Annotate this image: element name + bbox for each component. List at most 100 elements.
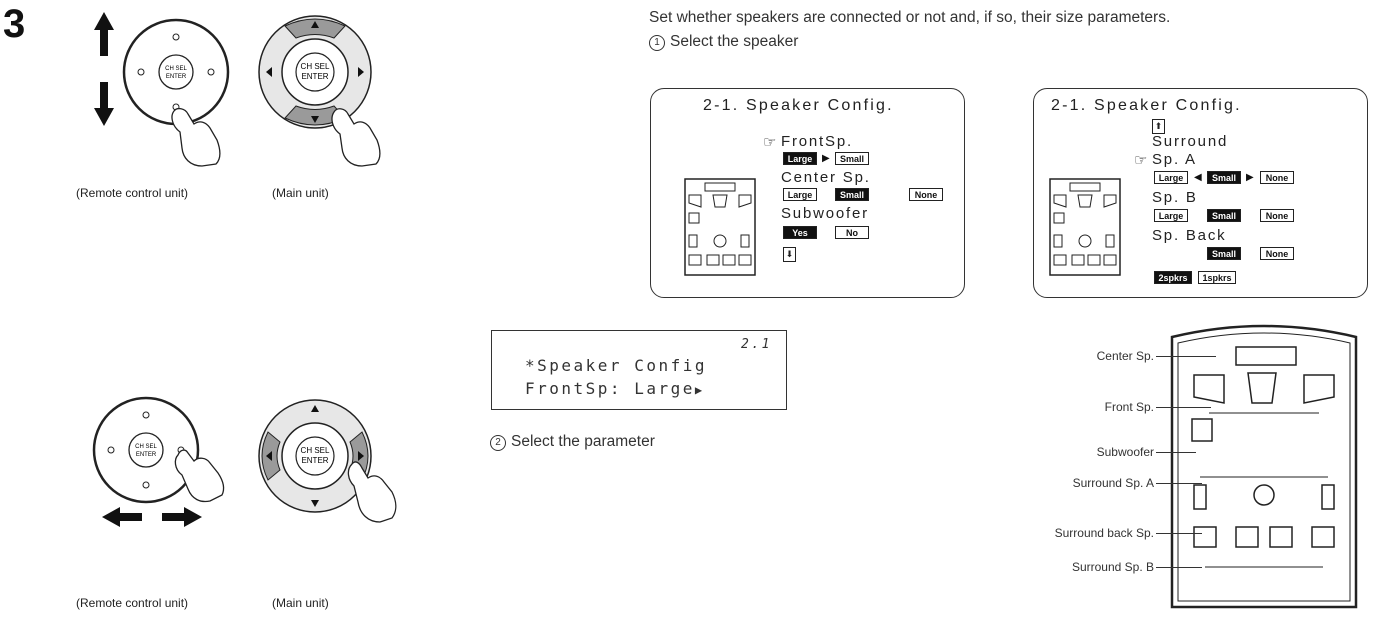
left-arrow-icon: ◀ (1194, 172, 1202, 183)
label-center-sp: Center Sp. (1096, 349, 1154, 363)
lcd-cursor-icon: ▶ (694, 383, 705, 397)
spb-none-option: None (1260, 209, 1294, 222)
enter-text: ENTER (301, 456, 328, 465)
pointer-icon: ☞ (763, 134, 779, 151)
lcd-line-2-text: FrontSp: Large (525, 379, 695, 398)
left-arrow-icon (266, 67, 272, 77)
center-small-option: Small (835, 188, 869, 201)
osd-screen-surround: 2-1. Speaker Config. ⬆ Surround ☞ Sp. A … (1033, 88, 1368, 298)
right-arrow-icon (358, 451, 364, 461)
substep-2: 2 Select the parameter (490, 434, 655, 451)
leader-line (1156, 407, 1211, 408)
enter-text: ENTER (166, 74, 187, 80)
front-right-speaker-icon (1303, 374, 1335, 404)
sub-yes-option: Yes (783, 226, 817, 239)
down-arrow-icon (311, 116, 319, 123)
main-caption-bottom: (Main unit) (272, 596, 329, 610)
osd-title: 2-1. Speaker Config. (703, 97, 894, 114)
osd-title: 2-1. Speaker Config. (1051, 97, 1242, 114)
main-caption-top: (Main unit) (272, 186, 329, 200)
substep-2-number: 2 (490, 435, 506, 451)
remote-caption-bottom: (Remote control unit) (76, 596, 189, 610)
front-sp-label: FrontSp. (781, 133, 853, 150)
ch-sel-text: CH SEL (165, 66, 187, 72)
lcd-display: 2.1 *Speaker Config FrontSp: Large▶ (491, 330, 787, 410)
surround-back-speaker-icon (1311, 526, 1335, 548)
spa-small-option: Small (1207, 171, 1241, 184)
surround-back-speaker-icon (1235, 526, 1259, 548)
spback-none-option: None (1260, 247, 1294, 260)
screen-icon (1235, 346, 1297, 366)
right-arrow-icon: ▶ (822, 153, 830, 164)
right-arrow-icon (358, 67, 364, 77)
down-arrow-icon (311, 500, 319, 507)
lcd-line-1: *Speaker Config (525, 356, 707, 375)
enter-text: ENTER (136, 452, 157, 458)
intro-text: Set whether speakers are connected or no… (649, 9, 1171, 26)
room-icon (1049, 178, 1121, 276)
room-icon (684, 178, 756, 276)
subwoofer-label: Subwoofer (781, 205, 869, 222)
step-number: 3 (3, 2, 26, 46)
spback-2spkrs-option: 2spkrs (1154, 271, 1192, 284)
leftright-arrow-icon (102, 507, 202, 527)
sub-no-option: No (835, 226, 869, 239)
surround-label: Surround (1152, 133, 1229, 150)
hand-icon (347, 461, 397, 523)
lcd-page-number: 2.1 (741, 337, 772, 352)
label-subwoofer: Subwoofer (1096, 445, 1154, 459)
leader-line (1156, 356, 1216, 357)
updown-arrow-icon (94, 12, 114, 126)
substep-1-text: Select the speaker (670, 33, 799, 50)
right-arrow-icon: ▶ (1246, 172, 1254, 183)
spa-large-option: Large (1154, 171, 1188, 184)
scroll-up-icon: ⬆ (1152, 119, 1165, 134)
ch-sel-text: CH SEL (135, 444, 157, 450)
speaker-layout-diagram (1170, 324, 1358, 609)
label-surround-b: Surround Sp. B (1071, 560, 1154, 574)
remote-control-leftright-illustration: CH SEL ENTER (92, 396, 225, 527)
label-surround-a: Surround Sp. A (1072, 476, 1154, 490)
enter-text: ENTER (301, 72, 328, 81)
remote-caption-top: (Remote control unit) (76, 186, 189, 200)
label-front-sp: Front Sp. (1104, 400, 1154, 414)
front-large-option: Large (783, 152, 817, 165)
surround-back-speaker-icon (1193, 526, 1217, 548)
substep-1-number: 1 (649, 35, 665, 51)
front-small-option: Small (835, 152, 869, 165)
left-arrow-icon (266, 451, 272, 461)
listener-icon (1253, 484, 1275, 506)
surround-left-speaker-icon (1193, 484, 1207, 510)
subwoofer-icon (1191, 418, 1213, 442)
center-none-option: None (909, 188, 943, 201)
pointer-icon: ☞ (1134, 152, 1150, 169)
main-unit-updown-illustration: CH SEL ENTER (258, 15, 381, 167)
leader-line (1156, 533, 1202, 534)
main-unit-leftright-illustration: CH SEL ENTER (258, 399, 397, 523)
leader-line (1156, 452, 1196, 453)
label-surround-back: Surround back Sp. (1054, 526, 1154, 540)
spa-none-option: None (1260, 171, 1294, 184)
spa-label: Sp. A (1152, 151, 1197, 168)
substep-1: 1 Select the speaker (649, 34, 798, 51)
spb-large-option: Large (1154, 209, 1188, 222)
center-speaker-icon (1247, 372, 1277, 404)
center-large-option: Large (783, 188, 817, 201)
scroll-down-icon: ⬇ (783, 247, 796, 262)
spback-label: Sp. Back (1152, 227, 1227, 244)
spb-small-option: Small (1207, 209, 1241, 222)
osd-screen-front: 2-1. Speaker Config. ☞ FrontSp. Large ▶ … (650, 88, 965, 298)
up-arrow-icon (311, 21, 319, 28)
leader-line (1156, 483, 1202, 484)
spback-1spkrs-option: 1spkrs (1198, 271, 1236, 284)
center-sp-label: Center Sp. (781, 169, 871, 186)
surround-back-speaker-icon (1269, 526, 1293, 548)
leader-line (1156, 567, 1202, 568)
front-left-speaker-icon (1193, 374, 1225, 404)
hand-icon (171, 107, 221, 167)
up-arrow-icon (311, 405, 319, 412)
spb-label: Sp. B (1152, 189, 1198, 206)
ch-sel-text: CH SEL (301, 446, 330, 455)
hand-icon (174, 449, 225, 503)
substep-2-text: Select the parameter (511, 433, 655, 450)
